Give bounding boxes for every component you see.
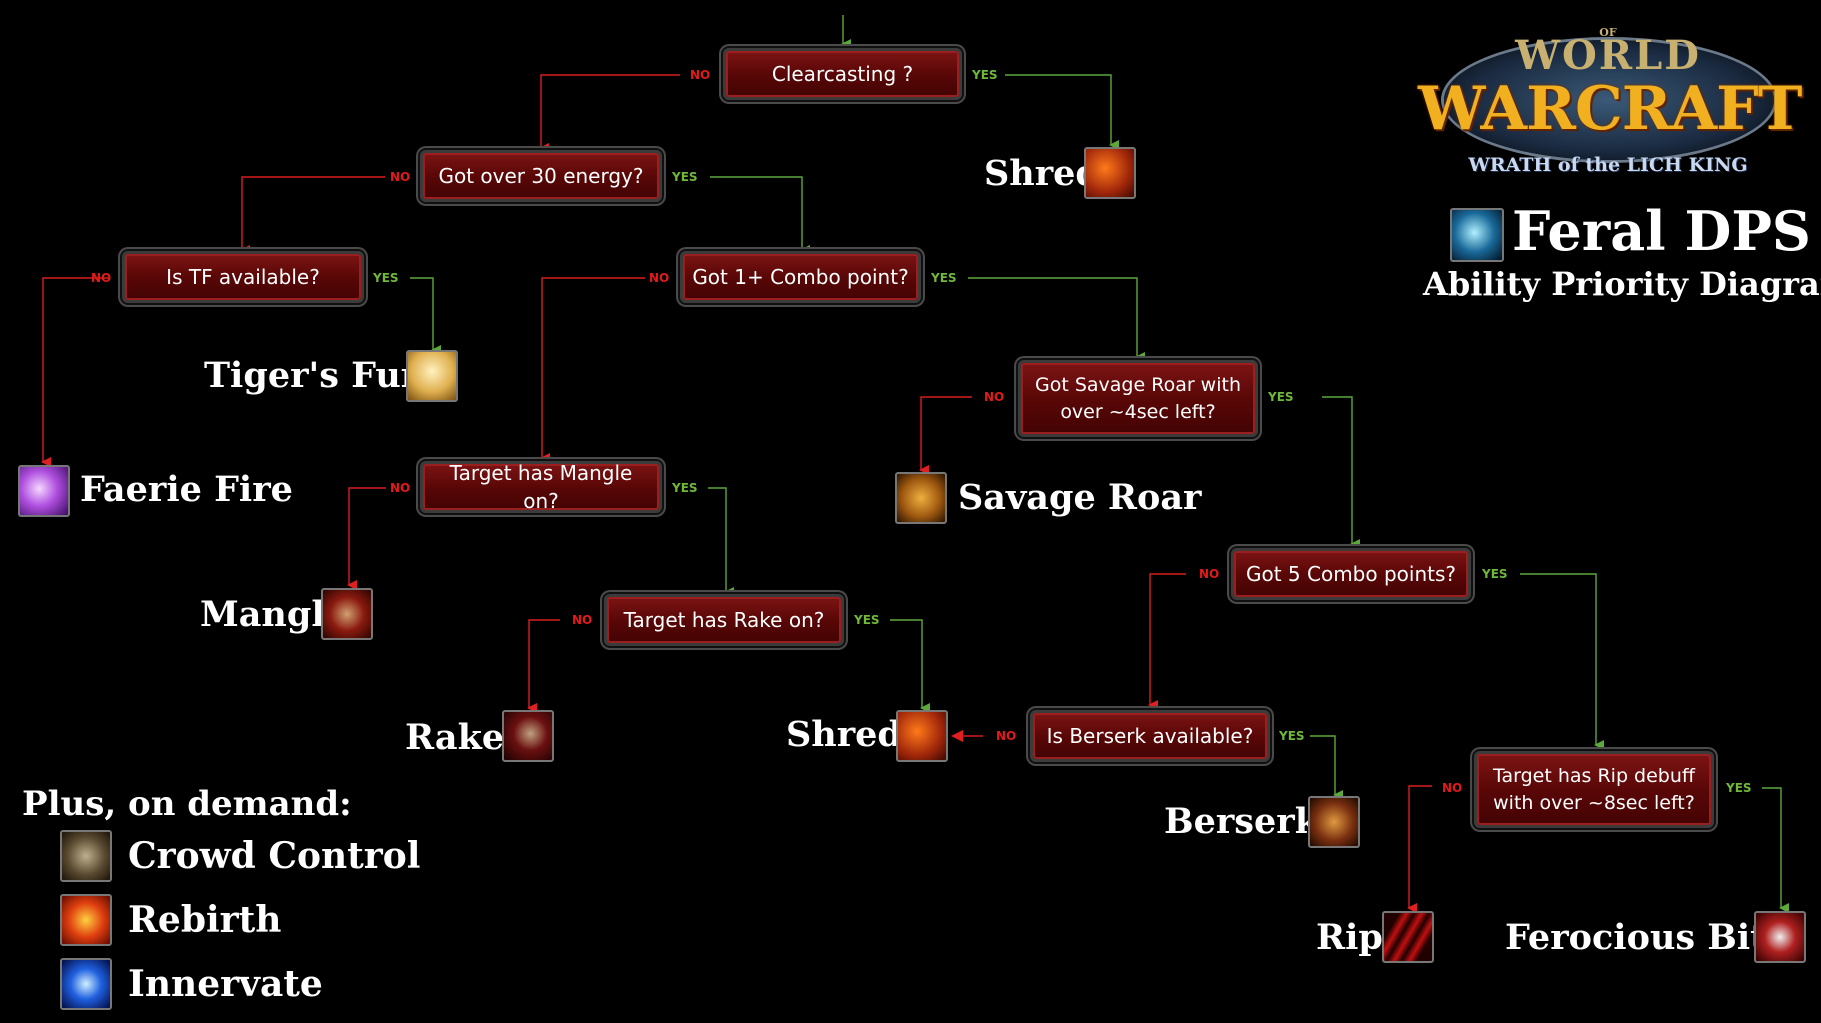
on-demand-heading: Plus, on demand: <box>22 784 352 824</box>
label-no: NO <box>984 390 1005 404</box>
label-no: NO <box>690 68 711 82</box>
arrow-clearcasting-no <box>539 74 680 153</box>
wow-logo: WORLD OF WARCRAFT WRATH of the LICH KING <box>1418 12 1802 190</box>
shred-icon <box>1084 147 1136 199</box>
label-no: NO <box>1442 781 1463 795</box>
arrow-combo5-no <box>1148 573 1186 710</box>
decision-clearcasting: Clearcasting ? <box>723 48 962 100</box>
arrow-clearcasting-yes <box>1005 74 1119 150</box>
ability-savage-roar: Savage Roar <box>958 477 1202 518</box>
arrow-tf-no <box>41 277 110 467</box>
rake-icon <box>502 710 554 762</box>
decision-rip: Target has Rip debuff with over ~8sec le… <box>1474 751 1714 828</box>
arrow-savageroar-yes <box>1322 396 1360 549</box>
ability-rip: Rip <box>1316 917 1383 958</box>
on-demand-innervate: Innervate <box>128 963 323 1005</box>
arrow-combo1-no <box>540 277 645 463</box>
arrow-mangle-no <box>347 487 386 590</box>
ability-rake: Rake <box>405 717 505 758</box>
ability-tigers-fury: Tiger's Fury <box>204 355 440 396</box>
logo-wrath: WRATH of the LICH KING <box>1468 154 1748 176</box>
ability-shred-mid: Shred <box>786 714 902 755</box>
feral-form-icon <box>1450 208 1504 262</box>
rip-icon <box>1382 911 1434 963</box>
page-title: Feral DPS <box>1512 199 1811 263</box>
on-demand-crowd-control: Crowd Control <box>128 835 421 877</box>
arrow-rip-yes <box>1762 787 1789 913</box>
label-no: NO <box>572 613 593 627</box>
arrow-tf-yes <box>410 277 441 355</box>
ability-berserk: Berserk <box>1164 801 1319 842</box>
decision-combo-5: Got 5 Combo points? <box>1231 548 1471 600</box>
innervate-icon <box>60 958 112 1010</box>
arrow-savageroar-no <box>919 396 972 475</box>
arrow-combo1-yes <box>968 277 1145 362</box>
page-subtitle: Ability Priority Diagram <box>1423 265 1821 303</box>
arrow-energy-no <box>240 176 385 255</box>
logo-warcraft: WARCRAFT <box>1418 74 1802 144</box>
ability-ferocious-bite: Ferocious Bite <box>1505 917 1789 958</box>
label-yes: YES <box>1726 781 1752 795</box>
logo-world: WORLD <box>1515 32 1701 79</box>
label-no: NO <box>91 271 112 285</box>
ability-shred: Shred <box>984 153 1100 194</box>
savage-roar-icon <box>895 472 947 524</box>
label-yes: YES <box>1279 729 1305 743</box>
arrow-combo5-yes <box>1520 573 1604 750</box>
decision-rake: Target has Rake on? <box>604 594 844 646</box>
label-yes: YES <box>373 271 399 285</box>
arrow-energy-yes <box>710 176 810 255</box>
decision-mangle: Target has Mangle on? <box>420 461 662 513</box>
label-no: NO <box>390 481 411 495</box>
crowd-control-icon <box>60 830 112 882</box>
faerie-fire-icon <box>18 465 70 517</box>
label-yes: YES <box>931 271 957 285</box>
label-yes: YES <box>1482 567 1508 581</box>
ability-faerie-fire: Faerie Fire <box>80 469 293 510</box>
tigers-fury-icon <box>406 350 458 402</box>
label-no: NO <box>649 271 670 285</box>
decision-savage-roar: Got Savage Roar with over ~4sec left? <box>1018 360 1258 437</box>
arrow-rake-yes <box>890 619 930 713</box>
ferocious-bite-icon <box>1754 911 1806 963</box>
label-no: NO <box>996 729 1017 743</box>
label-yes: YES <box>672 481 698 495</box>
berserk-icon <box>1308 796 1360 848</box>
mangle-icon <box>321 588 373 640</box>
decision-combo-point: Got 1+ Combo point? <box>680 251 921 303</box>
decision-energy: Got over 30 energy? <box>420 150 662 202</box>
label-no: NO <box>1199 567 1220 581</box>
arrow-rip-no <box>1407 785 1432 913</box>
logo-of: OF <box>1599 26 1617 39</box>
decision-tiger-fury-available: Is TF available? <box>122 251 364 303</box>
arrow-berserk-yes <box>1310 735 1343 800</box>
on-demand-rebirth: Rebirth <box>128 899 282 941</box>
label-yes: YES <box>854 613 880 627</box>
label-yes: YES <box>1268 390 1294 404</box>
label-no: NO <box>390 170 411 184</box>
label-yes: YES <box>672 170 698 184</box>
rebirth-icon <box>60 894 112 946</box>
shred-icon <box>896 710 948 762</box>
arrow-rake-no <box>527 619 560 713</box>
label-yes: YES <box>972 68 998 82</box>
decision-berserk: Is Berserk available? <box>1030 710 1270 762</box>
arrow-mangle-yes <box>708 487 734 597</box>
